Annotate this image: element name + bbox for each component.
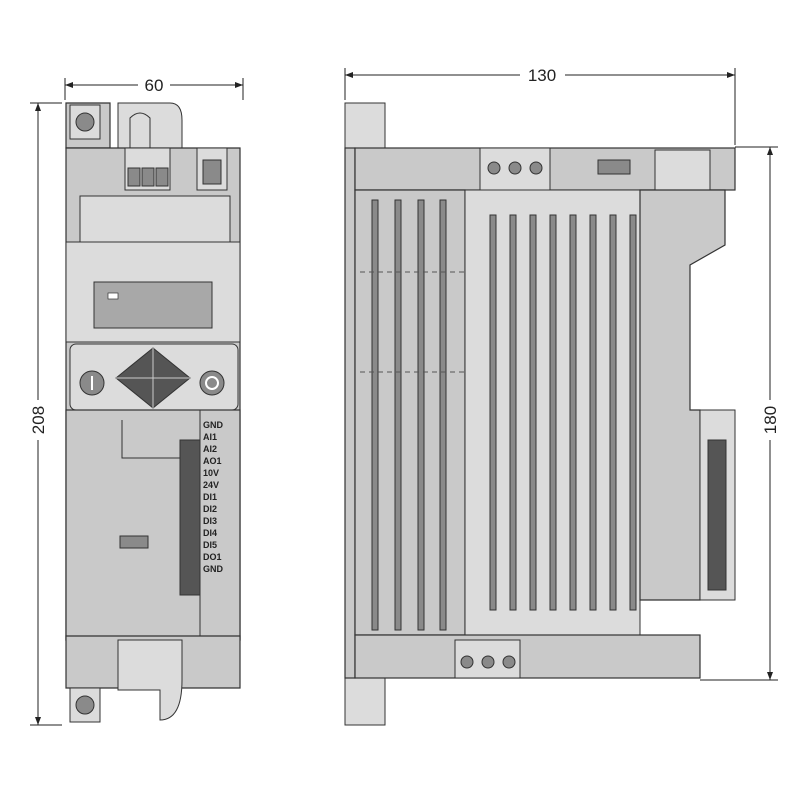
display-window	[93, 281, 213, 329]
front-view: GND AI1 AI2 AO1 10V 24V DI1 DI2 DI3 DI4 …	[65, 102, 241, 723]
dimension-depth-side: 130	[344, 66, 736, 145]
terminal-label: AO1	[203, 456, 222, 466]
terminal-label: GND	[203, 564, 224, 574]
terminal-label: DI3	[203, 516, 217, 526]
terminal-label: DI5	[203, 540, 217, 550]
dimension-height-front: 208	[29, 102, 62, 726]
terminal-label: DI4	[203, 528, 217, 538]
terminal-label: GND	[203, 420, 224, 430]
dimension-label-180: 180	[761, 406, 780, 434]
side-view	[344, 102, 736, 726]
dimension-label-208: 208	[29, 406, 48, 434]
terminal-label: AI1	[203, 432, 217, 442]
terminal-label: DI1	[203, 492, 217, 502]
terminal-labels: GND AI1 AI2 AO1 10V 24V DI1 DI2 DI3 DI4 …	[203, 420, 224, 574]
heatsink-fins	[371, 199, 637, 631]
terminal-label: 10V	[203, 468, 219, 478]
terminal-label: AI2	[203, 444, 217, 454]
run-button-icon	[199, 370, 225, 396]
dimension-label-130: 130	[528, 66, 556, 85]
dimension-width-front: 60	[64, 76, 244, 100]
dimension-label-60: 60	[145, 76, 164, 95]
terminal-label: DO1	[203, 552, 222, 562]
terminal-label: DI2	[203, 504, 217, 514]
terminal-label: 24V	[203, 480, 219, 490]
dimension-height-side: 180	[700, 146, 780, 681]
io-terminal-strip	[179, 439, 201, 596]
